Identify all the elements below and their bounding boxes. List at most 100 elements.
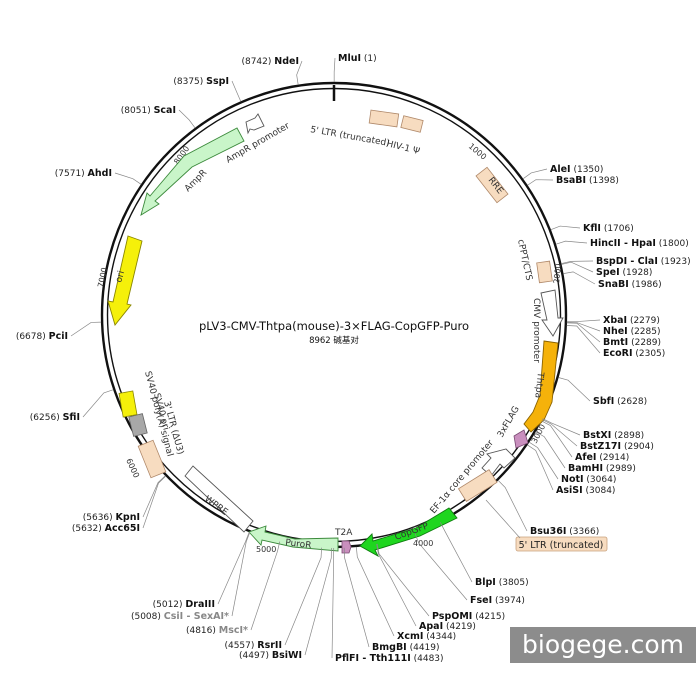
site-label-bsu36i: Bsu36I (3366) — [530, 526, 599, 537]
site-leader-apai — [376, 544, 417, 627]
site-leader-mlui — [333, 57, 336, 83]
site-leader-bsu36i — [497, 480, 528, 532]
site-label-pcii: (6678) PciI — [16, 331, 68, 342]
site-leader-ndei — [296, 60, 303, 85]
site-position: (5632) — [72, 524, 105, 534]
site-name: BsiWI — [272, 650, 302, 661]
site-leader-hincii-hpai — [555, 240, 588, 245]
tick-1000: 1000 — [467, 142, 488, 162]
site-position: (4219) — [443, 622, 476, 632]
tick-6000: 6000 — [124, 457, 141, 479]
site-label-sbfi: SbfI (2628) — [593, 396, 647, 407]
site-name: EcoRI — [603, 348, 633, 359]
ltr-callout-box — [515, 536, 608, 552]
site-label-bstxi: BstXI (2898) — [583, 430, 644, 441]
site-position: (2898) — [611, 431, 644, 441]
site-label-bsiwi: (4497) BsiWI — [239, 650, 302, 661]
feature-label-thtpa: Thtpa — [532, 371, 545, 399]
ltr-callout-label: 5' LTR (truncated) — [519, 540, 604, 551]
site-label-bamhi: BamHI (2989) — [568, 463, 636, 474]
features: 5' LTR (truncated) HIV-1 Ψ RRE cPPT/CTS … — [107, 109, 564, 558]
site-name: PflFI - Tth111I — [335, 653, 411, 664]
site-label-acc65i: (5632) Acc65I — [72, 523, 140, 534]
site-name: KpnI — [116, 512, 140, 523]
tick-2000: 2000 — [552, 263, 563, 284]
plasmid-title: pLV3-CMV-Thtpa(mouse)-3×FLAG-CopGFP-Puro — [199, 319, 469, 333]
feature-copgfp-arrow — [359, 507, 458, 558]
site-leader-spei — [561, 261, 594, 273]
site-leader-asisi — [527, 444, 554, 491]
site-label-bspdi-clai: BspDI - ClaI (1923) — [596, 256, 691, 267]
site-name: AsiSI — [556, 485, 583, 496]
site-label-bmti: BmtI (2289) — [603, 337, 661, 348]
site-position: (8375) — [173, 77, 206, 87]
site-name: NheI — [603, 326, 628, 337]
site-name: RsrII — [257, 640, 282, 651]
site-leader-blpi — [440, 522, 473, 583]
site-position: (8742) — [241, 57, 274, 67]
site-name: PspOMI — [432, 611, 472, 622]
feature-ampr-arrow — [140, 127, 245, 216]
site-position: (5636) — [83, 513, 116, 523]
site-label-kfli: KflI (1706) — [583, 223, 634, 234]
site-position: (4816) — [186, 626, 219, 636]
site-leader-draiii — [217, 531, 250, 605]
site-leader-bspdi-clai — [561, 260, 594, 264]
feature-ampr-promoter-arrow — [245, 113, 265, 135]
site-leader-pspomi — [376, 543, 430, 617]
site-name: HincII - HpaI — [590, 238, 656, 249]
site-leader-msci — [250, 541, 281, 631]
site-name: BstXI — [583, 430, 611, 441]
site-label-ahdi: (7571) AhdI — [55, 168, 112, 179]
site-leader-sfii — [82, 389, 114, 418]
site-label-mlui: MluI (1) — [338, 53, 377, 64]
feature-cppt-cts — [536, 260, 553, 284]
site-leader-nhei — [566, 321, 601, 332]
site-position: (1706) — [601, 224, 634, 234]
site-name: SfiI — [63, 412, 80, 423]
watermark-logo: biogege.com — [510, 627, 696, 663]
feature-t2a-arrow — [341, 540, 352, 554]
site-position: (7571) — [55, 169, 88, 179]
site-position: (2904) — [621, 442, 654, 452]
site-position: (5012) — [153, 600, 186, 610]
site-name: BstZ17I — [580, 441, 621, 452]
site-name: XbaI — [603, 315, 627, 326]
site-label-asisi: AsiSI (3084) — [556, 485, 615, 496]
site-leader-noti — [529, 441, 559, 480]
feature-5ltr-truncated-top — [368, 109, 400, 128]
feature-cmv-promoter-arrow — [540, 289, 564, 337]
site-leader-kpni — [142, 475, 166, 518]
tick-7000: 7000 — [96, 267, 109, 289]
site-position: (1800) — [656, 239, 689, 249]
site-position: (4215) — [472, 612, 505, 622]
site-leader-sbfi — [558, 377, 591, 402]
site-label-fsei: FseI (3974) — [470, 595, 525, 606]
feature-label-t2a: T2A — [334, 528, 353, 538]
site-name: FseI — [470, 595, 492, 606]
site-position: (2914) — [596, 453, 629, 463]
feature-label-cppt-cts: cPPT/CTS — [515, 239, 534, 282]
feature-hiv1-psi — [400, 115, 424, 133]
feature-label-5ltr-top: 5' LTR (truncated) — [309, 125, 390, 149]
site-name: CsiI - SexAI* — [164, 611, 229, 622]
site-position: (2628) — [614, 397, 647, 407]
feature-thtpa-arrow — [523, 340, 559, 433]
site-leader-afei — [541, 420, 573, 458]
site-name: PciI — [49, 331, 68, 342]
site-label-csii-sexai: (5008) CsiI - SexAI* — [131, 611, 229, 622]
site-label-draiii: (5012) DraIII — [153, 599, 215, 610]
site-label-spei: SpeI (1928) — [596, 267, 652, 278]
site-name: KflI — [583, 223, 601, 234]
site-leader-xcmi — [355, 546, 395, 637]
site-leader-fsei — [414, 533, 468, 601]
site-leader-xbai — [566, 319, 601, 322]
site-leader-bstz17i — [542, 419, 578, 447]
site-position: (8051) — [121, 106, 154, 116]
site-position: (4344) — [423, 632, 456, 642]
site-name: SbfI — [593, 396, 614, 407]
site-label-sspi: (8375) SspI — [173, 76, 229, 87]
feature-5ltr-truncated-bottom — [457, 469, 498, 503]
site-name: BlpI — [475, 577, 496, 588]
site-name: BamHI — [568, 463, 603, 474]
